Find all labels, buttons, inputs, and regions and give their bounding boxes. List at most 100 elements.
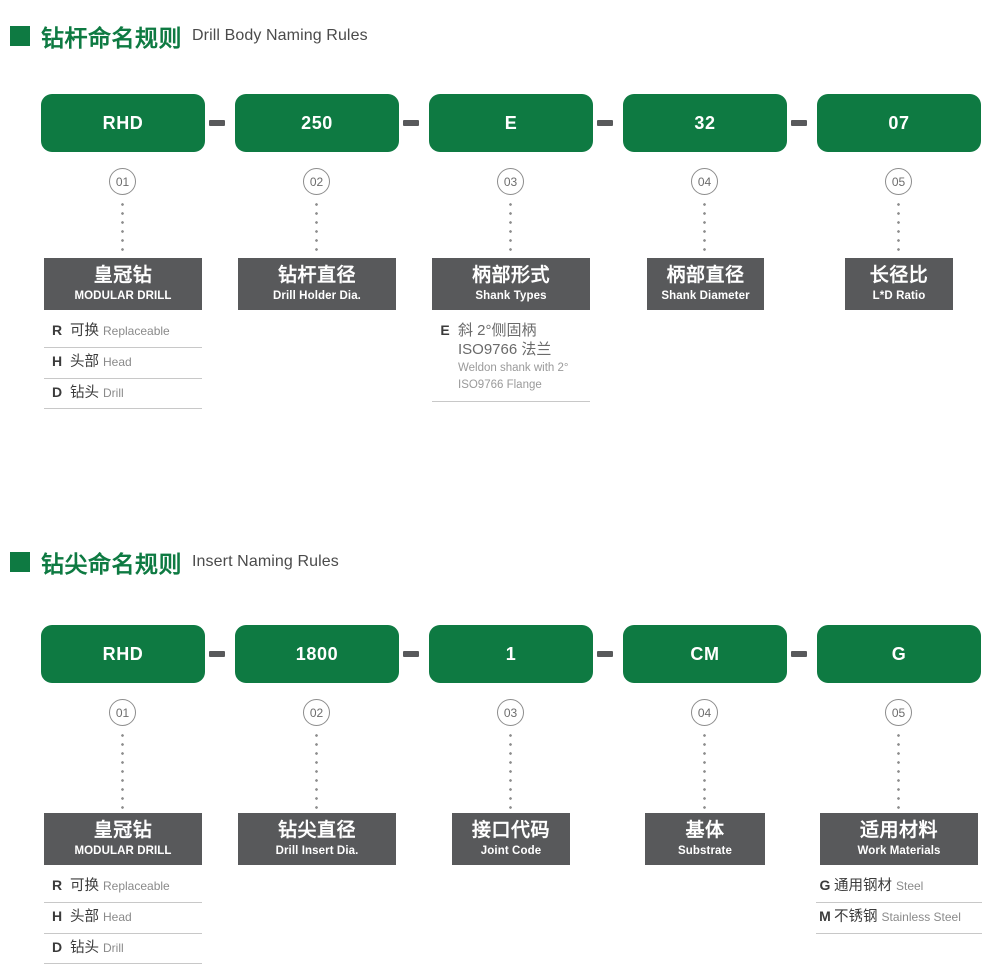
caption-box-4: 柄部直径 Shank Diameter: [647, 258, 764, 310]
legend-cn: 通用钢材: [834, 878, 892, 894]
caption-cn: 皇冠钻: [93, 264, 153, 286]
legend-en-line-2: ISO9766 Flange: [458, 379, 542, 392]
legend-en: Steel: [896, 879, 924, 893]
legend-cn: 头部: [70, 908, 99, 925]
code-pill-2[interactable]: 1800: [235, 625, 399, 683]
legend-en: Stainless Steel: [881, 909, 961, 924]
step-badge-1: 01: [109, 699, 136, 726]
legend-shank-types: E 斜 2°侧固柄 ISO9766 法兰 Weldon shank with 2…: [432, 317, 590, 403]
legend-code: M: [819, 907, 831, 924]
code-pill-4[interactable]: 32: [623, 94, 787, 152]
legend-code: R: [51, 322, 63, 338]
legend-en: Drill: [103, 940, 124, 955]
caption-en: Shank Types: [475, 289, 547, 302]
step-badge-3: 03: [497, 699, 524, 726]
pill-separator-icon: [791, 651, 807, 657]
caption-box-2: 钻尖直径 Drill Insert Dia.: [238, 813, 396, 865]
legend-row: D 钻头 Drill: [44, 934, 202, 964]
code-pill-4[interactable]: CM: [623, 625, 787, 683]
code-pill-5[interactable]: 07: [817, 94, 981, 152]
legend-en: Drill: [103, 385, 124, 400]
connector-line: [315, 731, 318, 812]
caption-en: Drill Insert Dia.: [275, 844, 359, 857]
legend-code: R: [51, 877, 63, 893]
connector-line: [897, 200, 900, 256]
legend-row: R 可换 Replaceable: [44, 317, 202, 348]
code-pill-3[interactable]: E: [429, 94, 593, 152]
pill-separator-icon: [403, 651, 419, 657]
caption-cn: 柄部直径: [666, 264, 745, 286]
caption-en: MODULAR DRILL: [74, 844, 172, 857]
code-pill-3[interactable]: 1: [429, 625, 593, 683]
caption-cn: 基体: [685, 819, 725, 841]
connector-line: [509, 731, 512, 812]
legend-code: D: [51, 938, 63, 955]
caption-cn: 长径比: [869, 264, 929, 286]
caption-cn: 柄部形式: [471, 264, 550, 286]
caption-cn: 钻尖直径: [277, 819, 356, 841]
legend-code: H: [51, 907, 63, 924]
caption-en: L*D Ratio: [872, 289, 926, 302]
legend-en: Replaceable: [103, 324, 170, 338]
legend-text: 通用钢材 Steel: [834, 876, 923, 897]
connector-line: [315, 200, 318, 256]
legend-row: H 头部 Head: [44, 348, 202, 379]
legend-en: Head: [103, 354, 132, 369]
caption-en: Joint Code: [480, 844, 542, 857]
step-badge-2: 02: [303, 168, 330, 195]
section-marker-icon: [10, 26, 30, 46]
caption-box-3: 柄部形式 Shank Types: [432, 258, 590, 310]
legend-code: H: [51, 352, 63, 369]
caption-box-1: 皇冠钻 MODULAR DRILL: [44, 258, 202, 310]
caption-box-5: 适用材料 Work Materials: [820, 813, 978, 865]
pill-separator-icon: [209, 651, 225, 657]
code-pill-1[interactable]: RHD: [41, 625, 205, 683]
caption-box-2: 钻杆直径 Drill Holder Dia.: [238, 258, 396, 310]
connector-line: [121, 200, 124, 256]
connector-line: [121, 731, 124, 812]
legend-code: E: [440, 322, 450, 338]
caption-en: Drill Holder Dia.: [273, 289, 361, 302]
step-badge-1: 01: [109, 168, 136, 195]
legend-cn: 钻头: [70, 939, 99, 956]
section-heading-cn: 钻尖命名规则: [41, 551, 182, 577]
step-badge-3: 03: [497, 168, 524, 195]
caption-en: Substrate: [678, 844, 732, 857]
section-heading-insert: 钻尖命名规则 Insert Naming Rules: [10, 545, 339, 579]
connector-line: [703, 731, 706, 812]
step-badge-2: 02: [303, 699, 330, 726]
legend-en-line-1: Weldon shank with 2°: [458, 362, 569, 375]
legend-text: 可换 Replaceable: [70, 321, 170, 342]
legend-text: 钻头 Drill: [70, 938, 124, 959]
legend-text: 头部 Head: [70, 352, 132, 373]
legend-cn: 可换: [70, 323, 99, 339]
code-pill-2[interactable]: 250: [235, 94, 399, 152]
code-pill-5[interactable]: G: [817, 625, 981, 683]
legend-row: H 头部 Head: [44, 903, 202, 934]
legend-cn: 头部: [70, 353, 99, 370]
legend-row: E 斜 2°侧固柄 ISO9766 法兰 Weldon shank with 2…: [432, 317, 590, 403]
caption-cn: 接口代码: [471, 819, 550, 841]
caption-cn: 钻杆直径: [277, 264, 356, 286]
step-badge-5: 05: [885, 168, 912, 195]
caption-cn: 适用材料: [859, 819, 938, 841]
caption-en: Work Materials: [857, 844, 941, 857]
legend-en: Head: [103, 909, 132, 924]
code-pill-1[interactable]: RHD: [41, 94, 205, 152]
caption-en: Shank Diameter: [661, 289, 750, 302]
caption-cn: 皇冠钻: [93, 819, 153, 841]
caption-box-5: 长径比 L*D Ratio: [845, 258, 953, 310]
caption-box-1: 皇冠钻 MODULAR DRILL: [44, 813, 202, 865]
caption-box-3: 接口代码 Joint Code: [452, 813, 570, 865]
pill-separator-icon: [403, 120, 419, 126]
legend-code: D: [51, 383, 63, 400]
legend-text: 斜 2°侧固柄 ISO9766 法兰 Weldon shank with 2° …: [458, 321, 569, 393]
legend-text: 头部 Head: [70, 907, 132, 928]
